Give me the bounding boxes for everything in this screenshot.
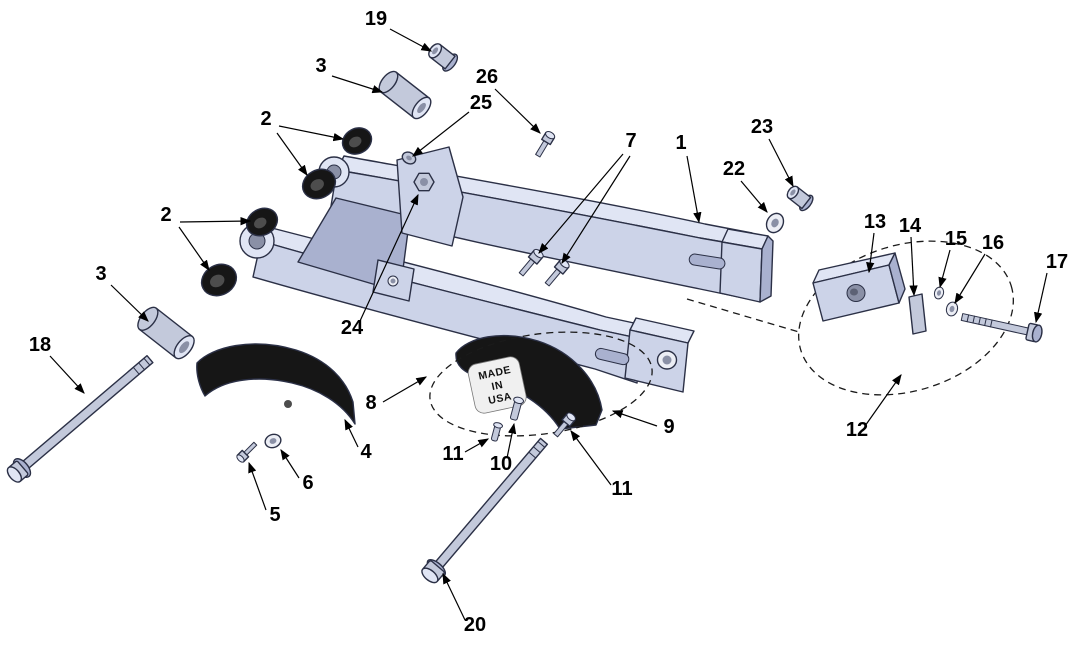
leader-part-label-17: [1034, 272, 1048, 324]
leader-part-label-7: [538, 153, 624, 254]
leader-part-label-2-upper-1: [276, 132, 308, 176]
leader-part-label-12: [864, 374, 902, 427]
chain-slider: [196, 343, 356, 425]
adjuster-bolt-17: [960, 313, 1043, 343]
part-label-11-left: 11: [442, 443, 463, 465]
part-label-23: 23: [751, 116, 773, 138]
part-label-1: 1: [675, 132, 686, 154]
bushing-upper-inner: [301, 168, 337, 200]
part-label-2-left: 2: [160, 204, 171, 226]
leader-part-label-19: [389, 28, 433, 52]
part-label-2-upper: 2: [260, 108, 271, 130]
part-label-10: 10: [490, 453, 512, 475]
leader-part-label-14: [909, 236, 918, 297]
part-label-17: 17: [1046, 251, 1068, 273]
pivot-bolt-18: [6, 354, 154, 483]
flanged-nut-19: [428, 43, 459, 72]
leader-part-label-23: [768, 138, 794, 188]
part-label-16: 16: [982, 232, 1004, 254]
spacer-top: [378, 70, 432, 120]
washer-16: [945, 301, 959, 317]
leader-part-label-2-left: [179, 216, 252, 226]
adjuster-callout-ellipse: [798, 240, 1014, 396]
chain-guard: MADE IN USA: [455, 335, 603, 430]
made-in-usa-line2: IN: [491, 379, 505, 393]
leader-part-label-11-left: [464, 438, 490, 453]
part-label-13: 13: [864, 211, 886, 233]
leader-part-label-9: [611, 410, 658, 427]
washer-6: [264, 433, 282, 449]
part-label-19: 19: [365, 8, 387, 30]
chain-guide-bolt-20: [421, 437, 549, 584]
leader-part-label-6: [280, 448, 300, 479]
swingarm-body: [239, 146, 774, 393]
part-label-24: 24: [341, 317, 364, 339]
part-label-4: 4: [360, 441, 372, 463]
leader-part-label-20: [442, 572, 466, 621]
part-label-8: 8: [365, 392, 376, 414]
part-label-3-top: 3: [315, 55, 326, 77]
made-in-usa-plate: [467, 356, 527, 414]
leader-part-label-4: [344, 418, 359, 448]
adjuster-plate-14: [908, 293, 927, 335]
leader-part-label-18: [49, 355, 85, 394]
spacer-left: [137, 306, 195, 360]
part-label-9: 9: [663, 416, 674, 438]
leader-part-label-5: [248, 461, 267, 511]
part-label-20: 20: [464, 614, 486, 636]
leader-part-label-26: [494, 88, 541, 134]
leader-part-label-7-1: [561, 155, 631, 265]
part-label-25: 25: [470, 92, 492, 114]
bolt-11-right: [553, 412, 576, 438]
leader-part-label-3-left: [110, 284, 149, 322]
bushing-left-inner: [200, 263, 238, 297]
part-label-15: 15: [945, 228, 967, 250]
washer-22: [765, 212, 785, 234]
part-label-14: 14: [899, 215, 922, 237]
leader-part-label-13: [866, 232, 875, 274]
bushing-left-outer: [245, 207, 279, 237]
bushing-upper-outer: [341, 127, 373, 155]
part-label-26: 26: [476, 66, 498, 88]
adjuster-connector-line: [686, 298, 800, 333]
part-label-11-right: 11: [611, 478, 632, 500]
pivot-bolt-7-b: [544, 258, 570, 287]
leader-part-label-11-right: [570, 430, 612, 486]
leader-part-label-16: [954, 253, 986, 305]
part-label-6: 6: [302, 472, 313, 494]
leader-part-label-25: [412, 111, 470, 157]
part-label-18: 18: [29, 334, 51, 356]
leader-part-label-3-top: [331, 75, 384, 94]
leader-part-label-2-upper: [278, 125, 345, 142]
leader-part-label-15: [938, 249, 951, 289]
made-in-usa-line3: USA: [487, 390, 513, 407]
leader-part-label-24: [359, 193, 419, 322]
bolt-26: [535, 131, 556, 158]
leader-part-label-22: [740, 180, 768, 213]
pin-11-left: [490, 422, 503, 442]
leader-part-label-8: [382, 376, 428, 403]
pin-10: [509, 396, 524, 421]
leader-part-label-1: [686, 155, 702, 224]
part-label-3-left: 3: [95, 263, 106, 285]
leader-part-label-10: [506, 422, 517, 459]
part-label-12: 12: [846, 419, 868, 441]
leader-part-label-2-left-1: [178, 226, 210, 271]
part-label-5: 5: [269, 504, 280, 526]
part-label-22: 22: [723, 158, 745, 180]
part-label-7: 7: [625, 130, 636, 152]
washer-15: [933, 286, 945, 300]
bolt-5: [236, 441, 258, 463]
flanged-nut-23: [786, 185, 814, 212]
adjuster-block-13: [812, 252, 906, 322]
